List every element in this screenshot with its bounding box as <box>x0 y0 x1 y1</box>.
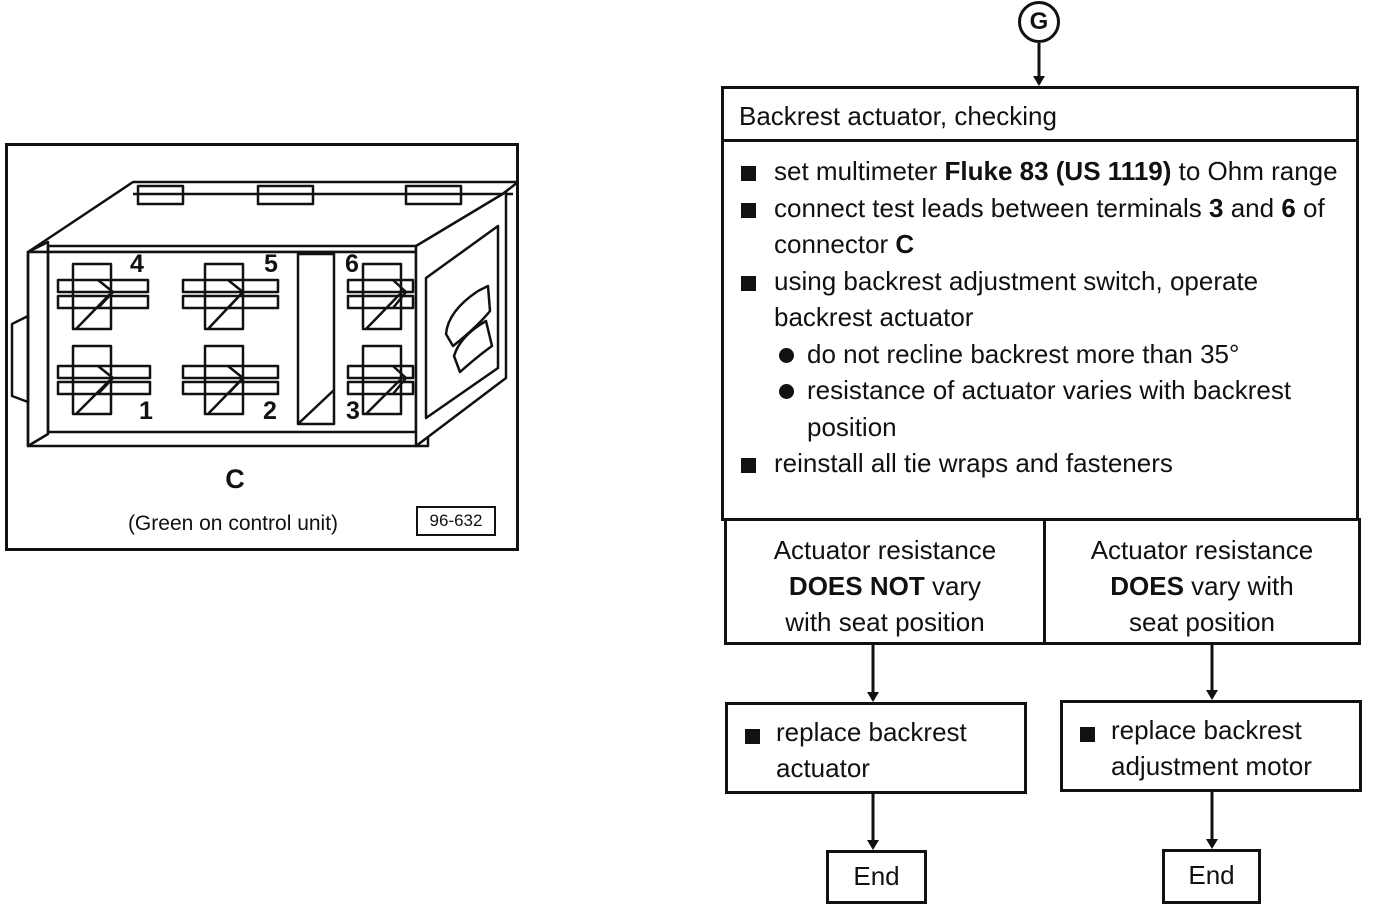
action-left-text: replace backrest actuator <box>776 717 967 783</box>
note-resistance-varies: resistance of actuator varies with backr… <box>739 372 1348 445</box>
result-does-vary: Actuator resistance DOES vary with seat … <box>1043 518 1361 645</box>
connector-drawing <box>10 180 516 448</box>
pin-label-5: 5 <box>264 250 278 278</box>
result-right-vary: vary with <box>1183 571 1294 601</box>
procedure-steps: set multimeter Fluke 83 (US 1119) to Ohm… <box>739 153 1348 482</box>
step2-terminal-6: 6 <box>1281 192 1296 223</box>
result-left-line1: Actuator resistance <box>773 535 997 565</box>
step2-text-and: and <box>1223 192 1282 223</box>
step2-connector-c: C <box>895 229 915 259</box>
figure-reference-number: 96-632 <box>416 506 496 536</box>
step1-text: set multimeter <box>774 156 945 186</box>
bullet-dot-icon <box>779 347 794 363</box>
pin-label-4: 4 <box>130 250 144 278</box>
step-reinstall: reinstall all tie wraps and fasteners <box>739 445 1348 482</box>
pin-label-2: 2 <box>263 397 277 425</box>
bullet-square-icon <box>741 166 756 181</box>
bullet-dot-icon <box>779 384 794 399</box>
result-right-line1: Actuator resistance <box>1090 535 1314 565</box>
result-left-line3: with seat position <box>785 607 985 637</box>
step2-text-of: of connector <box>774 192 1325 260</box>
step-connect-leads: connect test leads between terminals 3 a… <box>739 190 1348 263</box>
result-does-not-vary: Actuator resistance DOES NOT vary with s… <box>724 518 1046 645</box>
bullet-square-icon <box>741 275 756 291</box>
check-procedure-box: Backrest actuator, checking set multimet… <box>721 86 1359 521</box>
note2-text: resistance of actuator varies with backr… <box>807 375 1292 442</box>
note-recline-limit: do not recline backrest more than 35° <box>739 336 1348 373</box>
pin-label-1: 1 <box>139 397 153 425</box>
connector-letter: C <box>225 464 245 494</box>
result-left-line2: DOES NOT vary <box>727 568 1043 604</box>
step3-text: using backrest adjustment switch, operat… <box>774 265 1259 333</box>
step2-text: connect test leads between terminals <box>774 192 1210 223</box>
result-left-emphasis: DOES NOT <box>788 571 925 601</box>
end-left: End <box>826 850 927 904</box>
action-right-text: replace backrest adjustment motor <box>1111 715 1312 781</box>
end-right: End <box>1162 849 1261 904</box>
step-operate-actuator: using backrest adjustment switch, operat… <box>739 263 1348 336</box>
result-left-vary: vary <box>924 571 982 601</box>
action-replace-actuator: replace backrest actuator <box>725 702 1027 794</box>
bullet-square-icon <box>745 729 760 744</box>
pin-label-6: 6 <box>345 250 359 278</box>
connector-caption: (Green on control unit) <box>127 512 339 535</box>
bullet-square-icon <box>1080 727 1095 742</box>
step2-terminal-3: 3 <box>1209 192 1224 223</box>
step-set-multimeter: set multimeter Fluke 83 (US 1119) to Ohm… <box>739 153 1348 190</box>
note1-text: do not recline backrest more than 35° <box>807 338 1240 369</box>
result-right-line2: DOES vary with <box>1046 568 1358 604</box>
result-right-line3: seat position <box>1129 607 1275 637</box>
bullet-square-icon <box>741 458 756 473</box>
result-right-emphasis: DOES <box>1110 571 1184 601</box>
step4-text: reinstall all tie wraps and fasteners <box>774 448 1173 478</box>
start-connector-g: G <box>1018 1 1060 43</box>
connector-illustration: 4 5 6 1 2 3 C (Green on control unit) 96… <box>5 143 519 551</box>
step1-text-end: to Ohm range <box>1171 156 1338 186</box>
pin-label-3: 3 <box>346 397 360 425</box>
bullet-square-icon <box>741 202 756 218</box>
action-replace-motor: replace backrest adjustment motor <box>1060 700 1362 792</box>
step1-tool-name: Fluke 83 (US 1119) <box>944 156 1172 186</box>
procedure-title: Backrest actuator, checking <box>724 89 1356 142</box>
